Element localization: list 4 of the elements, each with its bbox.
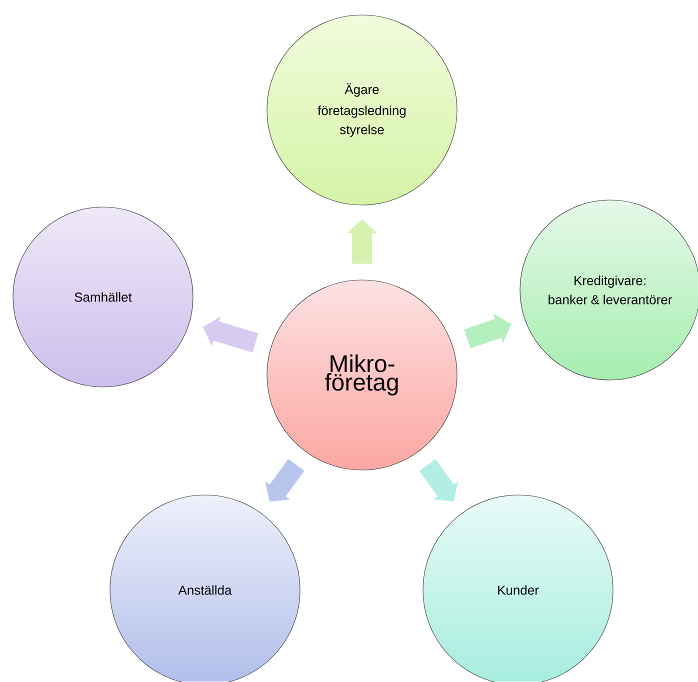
circle-node: Ägare företagsledning styrelse	[266, 14, 458, 206]
block-arrow	[419, 459, 458, 502]
circle-node: Samhället	[12, 206, 194, 388]
circle-node: Mikro-företag	[266, 280, 458, 470]
